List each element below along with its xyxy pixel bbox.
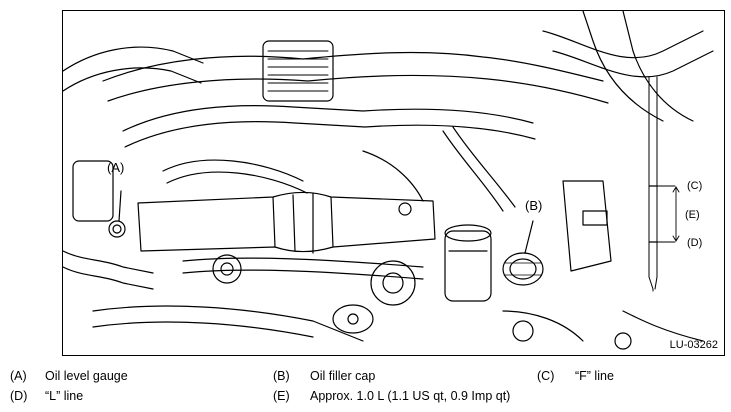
legend-text: Oil filler cap [310, 369, 376, 383]
engine-line-drawing [63, 11, 714, 350]
legend-text: “F” line [575, 369, 614, 383]
legend-row-1: (A) Oil level gauge (B) Oil filler cap (… [0, 369, 731, 385]
dipstick-label-d: (D) [687, 237, 703, 249]
dipstick-label-c: (C) [687, 180, 703, 192]
legend-key: (A) [10, 369, 27, 383]
dipstick-label-e: (E) [685, 209, 700, 221]
legend-key: (E) [273, 389, 290, 403]
legend-row-2: (D) “L” line (E) Approx. 1.0 L (1.1 US q… [0, 389, 731, 405]
figure-id: LU-03262 [669, 339, 718, 351]
legend-text: Approx. 1.0 L (1.1 US qt, 0.9 Imp qt) [310, 389, 511, 403]
legend-key: (B) [273, 369, 290, 383]
legend-text: Oil level gauge [45, 369, 128, 383]
callout-b: (B) [525, 198, 543, 213]
legend-key: (D) [10, 389, 28, 403]
legend-text: “L” line [45, 389, 84, 403]
engine-figure: (A) (B) (C) (E) (D) LU-03262 [62, 10, 725, 356]
legend-key: (C) [537, 369, 555, 383]
callout-a: (A) [107, 160, 125, 175]
